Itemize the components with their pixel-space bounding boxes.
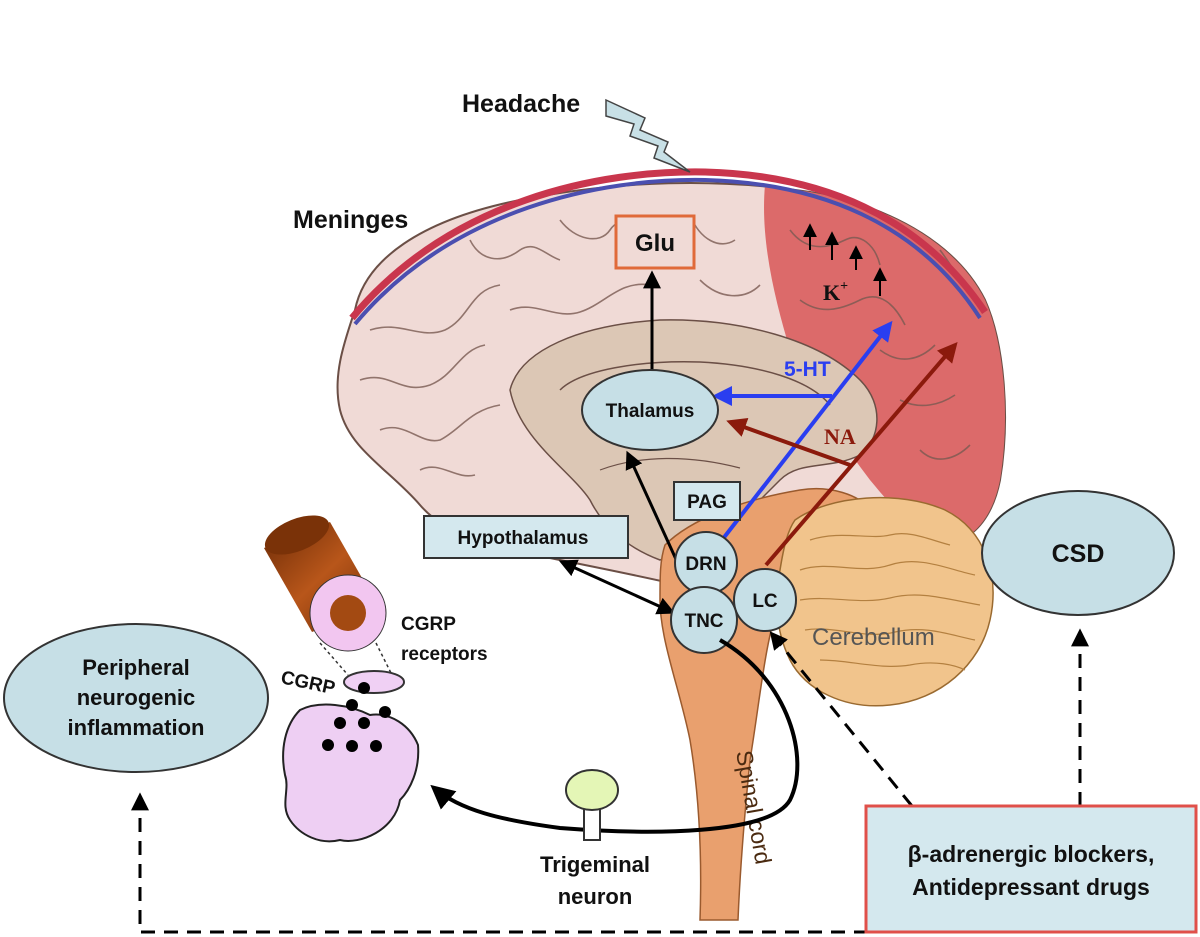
meninges (349, 168, 988, 326)
peripheral-inflammation-node: Peripheral neurogenic inflammation (3, 623, 269, 773)
serotonin-pathway (712, 320, 893, 542)
trigeminal-label-line1: Trigeminal (540, 852, 650, 877)
lc-node: LC (733, 568, 797, 632)
cgrp-molecules (322, 682, 391, 752)
cgrp-receptors-label-line2: receptors (401, 644, 488, 665)
trigeminal-neuron-icon (565, 769, 619, 841)
trigeminal-label-line2: neuron (558, 884, 633, 909)
glu-box: Glu (614, 214, 696, 270)
thalamus-node: Thalamus (581, 369, 719, 451)
tnc-node: TNC (670, 586, 738, 654)
pag-label: PAG (687, 492, 727, 513)
glu-label: Glu (635, 230, 675, 257)
drug-effect-arrows (131, 628, 1089, 934)
trigeminal-pathway-arrow (430, 638, 800, 834)
potassium-efflux-arrows (803, 223, 887, 296)
thalamus-label: Thalamus (606, 401, 695, 422)
drn-label: DRN (685, 554, 726, 575)
hypothalamus-label: Hypothalamus (458, 528, 589, 549)
blood-vessel-icon (264, 515, 387, 652)
peripheral-label-line1: Peripheral (82, 655, 190, 680)
cgrp-receptors-label-line1: CGRP (401, 614, 456, 635)
potassium-label: K+ (823, 279, 848, 305)
tnc-hypothalamus-arrow (558, 559, 676, 615)
cerebellum-label: Cerebellum (812, 624, 935, 651)
hypothalamus-box: Hypothalamus (423, 515, 629, 559)
drugs-label-line2: Antidepressant drugs (912, 874, 1150, 900)
pag-box: PAG (673, 481, 741, 521)
peripheral-label-line2: neurogenic (77, 685, 196, 710)
drugs-box: β-adrenergic blockers, Antidepressant dr… (864, 804, 1198, 934)
headache-label: Headache (462, 90, 580, 118)
meninges-label: Meninges (293, 206, 408, 234)
cgrp-label: CGRP (279, 667, 337, 699)
lc-label: LC (752, 591, 778, 612)
csd-node: CSD (981, 490, 1175, 616)
csd-region (764, 182, 1005, 560)
cerebellum-folia (799, 533, 981, 671)
csd-label: CSD (1052, 540, 1105, 568)
noradrenaline-pathway (726, 341, 958, 567)
drn-node: DRN (674, 531, 738, 595)
tnc-label: TNC (684, 611, 723, 632)
lightning-bolt-icon (605, 98, 691, 173)
cgrp-releasing-cell (282, 703, 420, 843)
drugs-label-line1: β-adrenergic blockers, (908, 841, 1155, 867)
noradrenaline-label: NA (824, 424, 856, 449)
peripheral-label-line3: inflammation (68, 715, 205, 740)
serotonin-label: 5-HT (784, 358, 831, 381)
